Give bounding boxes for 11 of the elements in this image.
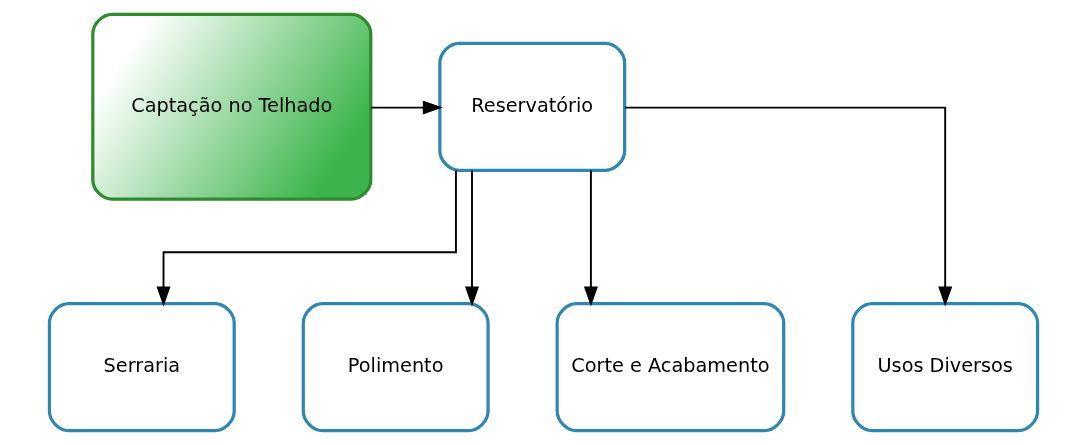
arrow [370,100,443,115]
node-box: Usos Diversos [851,302,1040,433]
node-box: Reservatório [438,41,627,172]
node-box: Captação no Telhado [91,12,373,201]
arrow [156,169,457,307]
node-box: Serraria [47,302,236,433]
arrow [623,106,953,307]
arrow [465,169,479,307]
node-box: Polimento [301,302,490,433]
node-box: Corte e Acabamento [555,302,786,433]
arrow [583,169,598,307]
